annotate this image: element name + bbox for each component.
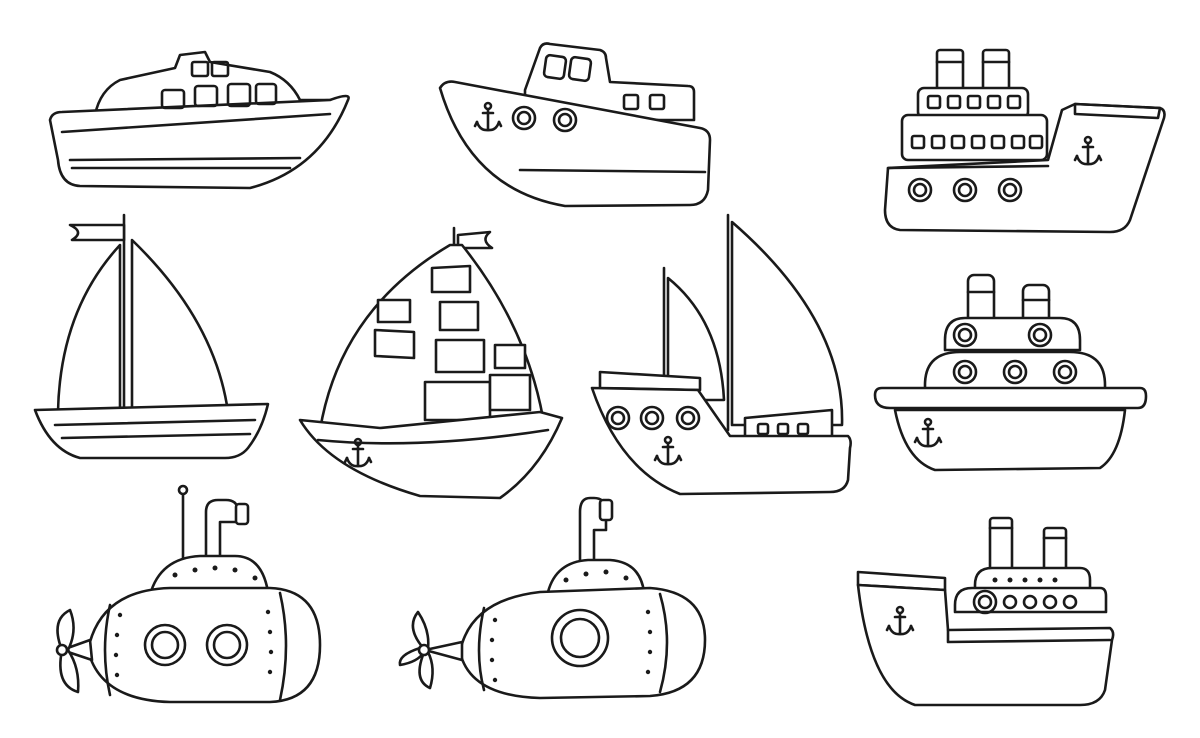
tugboat xyxy=(438,42,712,208)
steamship-large xyxy=(883,48,1166,234)
motor-yacht xyxy=(48,50,350,190)
sail-cargo-ship xyxy=(590,213,852,496)
sailboat xyxy=(33,213,270,460)
submarine-one-porthole xyxy=(398,496,707,700)
submarine-two-portholes xyxy=(55,484,322,704)
pirate-galleon xyxy=(298,226,564,500)
ocean-liner xyxy=(856,516,1115,707)
round-steamboat xyxy=(873,273,1148,472)
